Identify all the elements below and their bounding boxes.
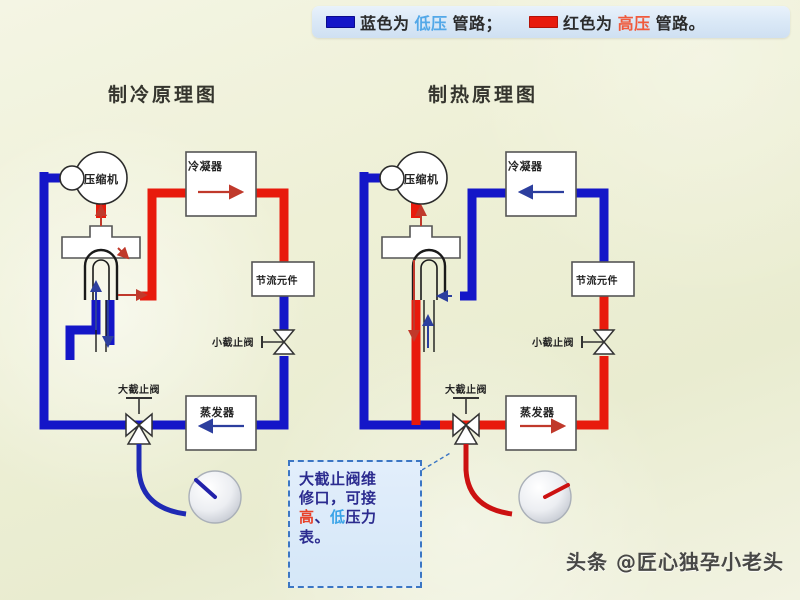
cooling-small-stop-valve bbox=[261, 329, 296, 355]
heating-throttle-box bbox=[571, 261, 635, 297]
cooling-4way-slider bbox=[83, 248, 119, 300]
heating-condenser-to-throttle-blue bbox=[576, 188, 609, 262]
cooling-evaporator-box bbox=[185, 395, 257, 451]
heating-compressor-label: 压缩机 bbox=[404, 173, 439, 186]
heating-large-stop-valve bbox=[452, 397, 480, 445]
cooling-diagram-group bbox=[39, 151, 315, 524]
cooling-condenser-label: 冷凝器 bbox=[188, 160, 223, 173]
cooling-4way-to-suction-blue bbox=[65, 300, 101, 360]
heating-condenser-box bbox=[505, 151, 577, 217]
heating-smallvalve-to-evaporator-red bbox=[576, 356, 609, 430]
cooling-diagram-title: 制冷原理图 bbox=[108, 84, 219, 106]
heating-4way-slider-inner bbox=[420, 259, 438, 300]
heating-condenser-label: 冷凝器 bbox=[508, 160, 543, 173]
cooling-large-valve-label: 大截止阀 bbox=[118, 385, 160, 396]
legend-blue-prefix: 蓝色为 bbox=[360, 14, 410, 33]
cooling-condenser-to-throttle-red bbox=[256, 188, 289, 262]
heating-throttle-label: 节流元件 bbox=[576, 276, 618, 287]
callout-line-1: 大截止阀维 bbox=[299, 470, 377, 488]
callout-pressure-text: 压力 bbox=[345, 508, 377, 527]
legend-red-prefix: 红色为 bbox=[563, 14, 613, 33]
heating-service-hose-red bbox=[463, 444, 513, 517]
cooling-smallvalve-to-evaporator-blue bbox=[256, 356, 289, 430]
cooling-throttle-label: 节流元件 bbox=[256, 276, 298, 287]
heating-diagram-title: 制热原理图 bbox=[428, 84, 539, 106]
heating-evaporator-label: 蒸发器 bbox=[520, 406, 555, 419]
red-line-swatch bbox=[529, 16, 559, 28]
legend-red-highlight: 高压 bbox=[617, 14, 651, 33]
callout-line-3: 高、低压力 bbox=[299, 508, 414, 527]
heating-diagram-group bbox=[359, 151, 635, 524]
cooling-service-hose-blue bbox=[136, 444, 187, 517]
heating-gauge-needle bbox=[543, 483, 570, 499]
legend-blue-highlight: 低压 bbox=[414, 14, 448, 33]
heating-small-valve-label: 小截止阀 bbox=[532, 338, 574, 349]
cooling-4way-arrow-in-red bbox=[116, 246, 130, 260]
cooling-compressor-label: 压缩机 bbox=[84, 173, 119, 186]
callout-low-text: 低 bbox=[330, 508, 346, 527]
cooling-compressor-motor bbox=[59, 165, 85, 191]
cooling-evaporator-label: 蒸发器 bbox=[200, 406, 235, 419]
callout-separator: 、 bbox=[314, 508, 331, 527]
heating-compressor-motor bbox=[379, 165, 405, 191]
legend-red-suffix: 管路。 bbox=[655, 14, 706, 33]
heating-4way-valve-body bbox=[381, 225, 461, 259]
cooling-gauge-needle bbox=[194, 478, 217, 499]
heating-small-stop-valve bbox=[581, 329, 616, 355]
legend-blue-suffix: 管路； bbox=[452, 14, 503, 33]
pressure-legend: 蓝色为低压管路； 红色为高压管路。 bbox=[312, 6, 790, 38]
cooling-4way-slider-inner bbox=[92, 259, 110, 300]
cooling-discharge-to-condenser-red bbox=[140, 188, 186, 301]
cooling-4way-valve-body bbox=[61, 225, 141, 259]
heating-suction-line-blue bbox=[359, 172, 440, 430]
cooling-throttle-box bbox=[251, 261, 315, 297]
cooling-large-stop-valve bbox=[125, 397, 153, 445]
heating-large-valve-label: 大截止阀 bbox=[445, 385, 487, 396]
service-port-callout: 大截止阀维 修口，可接 高、低压力 表。 bbox=[288, 460, 422, 588]
callout-line-4: 表。 bbox=[299, 527, 331, 546]
cooling-condenser-box bbox=[185, 151, 257, 217]
cooling-small-valve-label: 小截止阀 bbox=[212, 338, 254, 349]
watermark: 头条 @匠心独孕小老头 bbox=[566, 550, 784, 574]
callout-line-2: 修口，可接 bbox=[299, 489, 377, 508]
heating-4way-to-condenser-blue bbox=[460, 188, 506, 301]
callout-high-text: 高 bbox=[299, 508, 315, 527]
callout-leader-line bbox=[421, 451, 453, 471]
blue-line-swatch bbox=[326, 16, 355, 28]
